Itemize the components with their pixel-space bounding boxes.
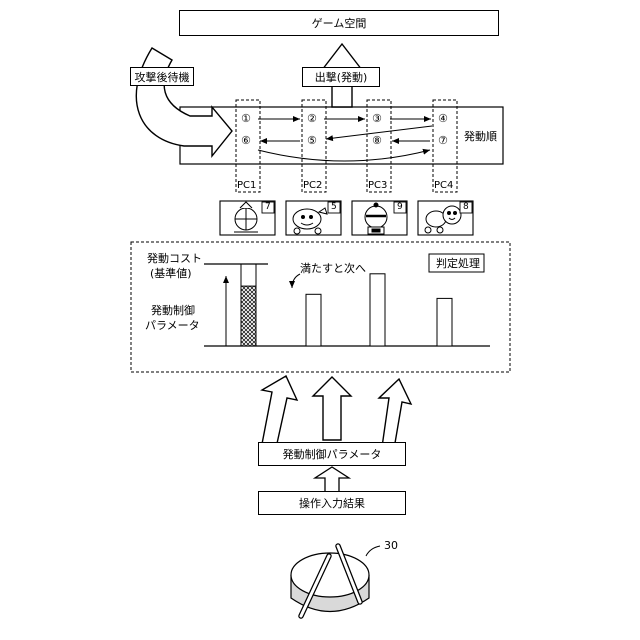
sortie-box: 出撃(発動) — [302, 67, 380, 87]
input-box: 操作入力結果 — [258, 491, 406, 515]
card-4-badge: 8 — [463, 201, 469, 214]
param-box: 発動制御パラメータ — [258, 442, 406, 466]
pc3-label: PC3 — [368, 179, 387, 192]
slot-4-top: ④ — [438, 112, 448, 125]
input-arrows — [262, 376, 411, 449]
param-label-1: 発動制御 — [151, 304, 195, 317]
judgement-label: 判定処理 — [436, 257, 480, 270]
card-2-badge: 5 — [331, 201, 337, 214]
device-ref-label: 30 — [384, 539, 398, 552]
input-arrow-center — [313, 377, 351, 440]
device-leader-line — [366, 546, 380, 556]
input-up-arrow — [315, 467, 349, 492]
cost-sub-label: (基準値) — [150, 267, 192, 280]
gauge-bar-3 — [370, 274, 385, 346]
gauge-bar-1 — [241, 286, 256, 346]
gauge-chart — [204, 264, 490, 346]
input-arrow-left — [262, 376, 297, 448]
fill-next-label: 満たすと次へ — [300, 262, 366, 275]
card-1-badge: 7 — [265, 201, 271, 214]
input-box-label: 操作入力結果 — [299, 495, 365, 511]
slot-1-top: ① — [241, 112, 251, 125]
attack-wait-label: 攻撃後待機 — [135, 69, 190, 85]
attack-wait-arrow — [136, 48, 232, 156]
game-space-box: ゲーム空間 — [179, 10, 499, 36]
card-3-badge: 9 — [397, 201, 403, 214]
slot-4-bottom: ⑦ — [438, 134, 448, 147]
slot-3-bottom: ⑧ — [372, 134, 382, 147]
gauge-bar-2 — [306, 294, 321, 346]
slot-3-top: ③ — [372, 112, 382, 125]
pc1-label: PC1 — [237, 179, 256, 192]
attack-wait-box: 攻撃後待機 — [130, 67, 194, 86]
pc4-label: PC4 — [434, 179, 453, 192]
slot-1-bottom: ⑥ — [241, 134, 251, 147]
sortie-label: 出撃(発動) — [315, 69, 368, 85]
slot-2-bottom: ⑤ — [307, 134, 317, 147]
cost-label: 発動コスト — [147, 252, 202, 265]
drum-icon — [291, 546, 380, 616]
game-space-label: ゲーム空間 — [312, 15, 367, 31]
activation-order-label: 発動順 — [464, 130, 497, 143]
param-label-2: パラメータ — [145, 319, 200, 332]
character-cards — [220, 201, 473, 235]
param-box-label: 発動制御パラメータ — [283, 446, 382, 462]
fill-next-arrow — [292, 274, 300, 288]
pc2-label: PC2 — [303, 179, 322, 192]
slot-2-top: ② — [307, 112, 317, 125]
input-arrow-right — [379, 379, 411, 449]
gauge-bar-4 — [437, 298, 452, 346]
